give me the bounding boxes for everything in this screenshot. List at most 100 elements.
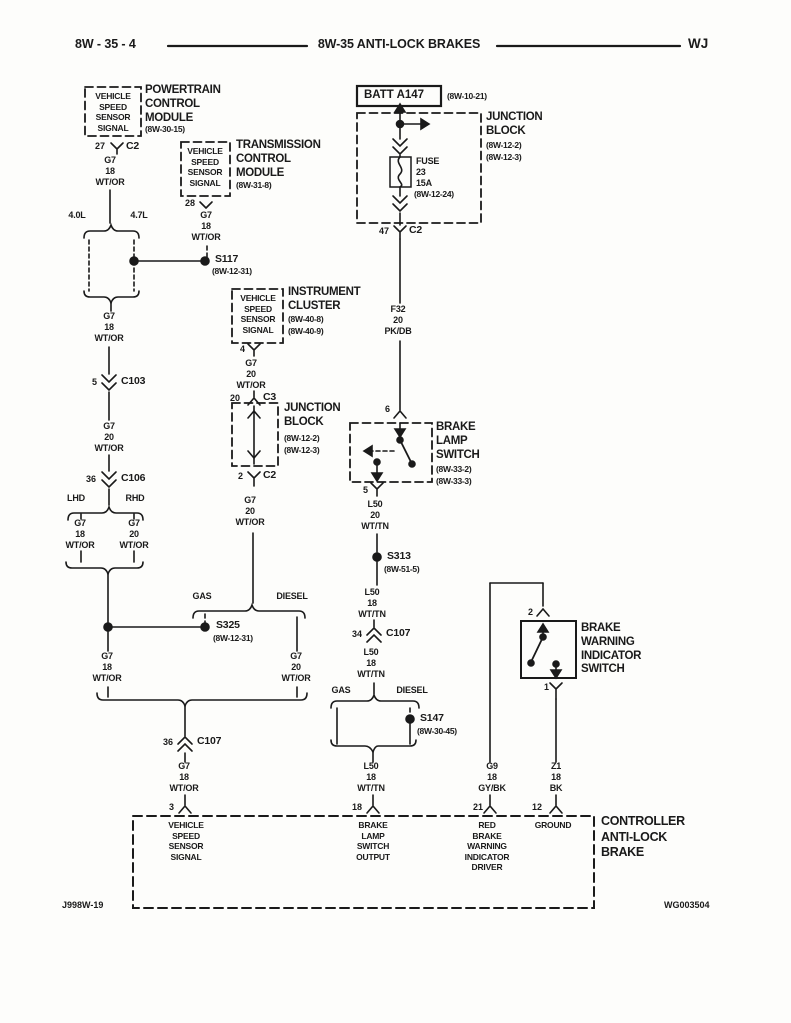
wire-label-g7-pcm: G7 18 WT/OR	[95, 155, 125, 187]
arrow-down	[247, 450, 261, 460]
jb-left-ref1: (8W-12-2)	[284, 433, 320, 443]
bls-pin-6: 6	[385, 404, 391, 414]
branch-label-lhd: LHD	[67, 493, 85, 503]
junction-block-left-box	[231, 402, 279, 467]
switch-contact	[408, 460, 416, 468]
cluster-ref2: (8W-40-9)	[288, 326, 324, 336]
connector-symbol-c103	[101, 374, 117, 392]
wire-label-g7-c107-abs: G7 18 WT/OR	[169, 761, 199, 793]
connector-c106: C106	[121, 472, 146, 484]
wire-label-g7-rhd: G7 20 WT/OR	[119, 518, 149, 550]
wire-label-g7-cluster: G7 20 WT/OR	[236, 358, 266, 390]
battery-column-wires	[389, 102, 431, 419]
connector-symbol-abs-pin3	[178, 804, 192, 814]
wire-label-g7-jb: G7 20 WT/OR	[235, 495, 265, 527]
pcm-ref: (8W-30-15)	[145, 124, 185, 134]
connector-symbol-c2-left	[247, 471, 261, 487]
switch-contact	[527, 659, 535, 667]
abs-controller-name: CONTROLLER ANTI-LOCK BRAKE	[601, 814, 685, 859]
wire-label-g7-left-lower: G7 18 WT/OR	[92, 651, 122, 683]
switch-blade	[530, 636, 544, 663]
wire-label-g7-lhd: G7 18 WT/OR	[65, 518, 95, 550]
pcm-box	[84, 86, 142, 137]
controller-abs-box	[132, 815, 595, 909]
gas-diesel-split-brace-left	[192, 602, 306, 619]
wire-label-f32: F32 20 PK/DB	[384, 304, 412, 336]
battery-ref: (8W-10-21)	[447, 91, 487, 101]
brake-lamp-switch-box	[349, 422, 433, 483]
wire-label-l50-abs: L50 18 WT/TN	[357, 761, 385, 793]
jb-left-connector-c3: C3	[263, 391, 277, 403]
wire-label-g7-main2: G7 20 WT/OR	[94, 421, 124, 453]
bls-name: BRAKE LAMP SWITCH	[436, 421, 480, 461]
connector-symbol-bls-pin6	[393, 409, 407, 419]
jb-right-ref2: (8W-12-3)	[486, 152, 522, 162]
double-chevron-down	[392, 195, 408, 213]
page-number: 8W - 35 - 4	[75, 37, 136, 51]
pcm-connector-c2: C2	[126, 140, 140, 152]
page-title: 8W-35 ANTI-LOCK BRAKES	[317, 37, 481, 51]
splice-dot	[129, 256, 139, 266]
branch-label-gas-mid: GAS	[331, 685, 351, 695]
connector-symbol-c2-right	[393, 225, 407, 240]
bls-ref1: (8W-33-2)	[436, 464, 472, 474]
arrow-down	[393, 428, 407, 439]
splice-s147: S147	[420, 712, 444, 724]
cluster-column-wires	[247, 343, 261, 604]
connector-c103: C103	[121, 375, 146, 387]
arrow-up	[536, 622, 550, 633]
connector-symbol-abs-pin18	[366, 804, 380, 814]
fuse-element	[397, 156, 403, 188]
splice-s325: S325	[216, 619, 240, 631]
cluster-pin-4: 4	[240, 344, 246, 354]
branch-label-4_0l: 4.0L	[68, 210, 86, 220]
connector-symbol-bwis-pin1	[549, 682, 563, 700]
engine-merge-brace	[83, 290, 140, 306]
tcm-ref: (8W-31-8)	[236, 180, 272, 190]
battery-name: BATT A147	[364, 89, 425, 101]
jb-left-pin-20: 20	[230, 393, 241, 403]
splice-s117-ref: (8W-12-31)	[212, 266, 252, 276]
engine-split-brace	[83, 222, 140, 239]
splice-s325-ref: (8W-12-31)	[213, 633, 253, 643]
abs-ground-label: GROUND	[534, 820, 572, 830]
footer-drawing-number: J998W-19	[62, 900, 104, 910]
cluster-ref1: (8W-40-8)	[288, 314, 324, 324]
jb-right-pin-47: 47	[379, 226, 390, 236]
pcm-name: POWERTRAIN CONTROL MODULE	[145, 84, 221, 124]
pcm-pin-27: 27	[95, 141, 106, 151]
splice-s117: S117	[215, 253, 239, 265]
abs-pin-21: 21	[473, 802, 484, 812]
splice-dot-s117	[200, 256, 210, 266]
splice-s147-ref: (8W-30-45)	[417, 726, 457, 736]
wire-label-z1: Z1 18 BK	[549, 761, 563, 793]
c106-pin-36: 36	[86, 474, 97, 484]
tcm-pin-28: 28	[185, 198, 196, 208]
lhd-rhd-merge-brace	[65, 561, 144, 577]
branch-label-gas-left: GAS	[192, 591, 212, 601]
branch-label-4_7l: 4.7L	[130, 210, 148, 220]
wire-label-g7-tcm: G7 18 WT/OR	[191, 210, 221, 242]
connector-c107-mid: C107	[386, 627, 411, 639]
connector-symbol-c3	[247, 396, 261, 406]
junction-block-right-box	[356, 112, 482, 224]
jb-right-name: JUNCTION BLOCK	[486, 111, 543, 137]
jb-right-connector-c2: C2	[409, 224, 423, 236]
arrow-down	[549, 669, 563, 680]
connector-symbol-pcm-c2	[110, 142, 124, 155]
wire-label-g7-diesel: G7 20 WT/OR	[281, 651, 311, 683]
tcm-signal-label: VEHICLE SPEED SENSOR SIGNAL	[187, 146, 223, 188]
jb-right-ref1: (8W-12-2)	[486, 140, 522, 150]
c103-pin-5: 5	[92, 377, 98, 387]
c107-mid-pin-34: 34	[352, 629, 363, 639]
bls-pin-5: 5	[363, 485, 369, 495]
bwis-name: BRAKE WARNING INDICATOR SWITCH	[581, 622, 642, 676]
connector-symbol-c107-mid	[366, 626, 382, 643]
platform-code: WJ	[688, 36, 709, 51]
connector-symbol-abs-pin21	[483, 804, 497, 814]
splice-s313: S313	[387, 550, 411, 562]
wire-label-l50-split: L50 18 WT/TN	[357, 647, 385, 679]
arrow-left	[362, 444, 373, 458]
jb-left-ref2: (8W-12-3)	[284, 445, 320, 455]
